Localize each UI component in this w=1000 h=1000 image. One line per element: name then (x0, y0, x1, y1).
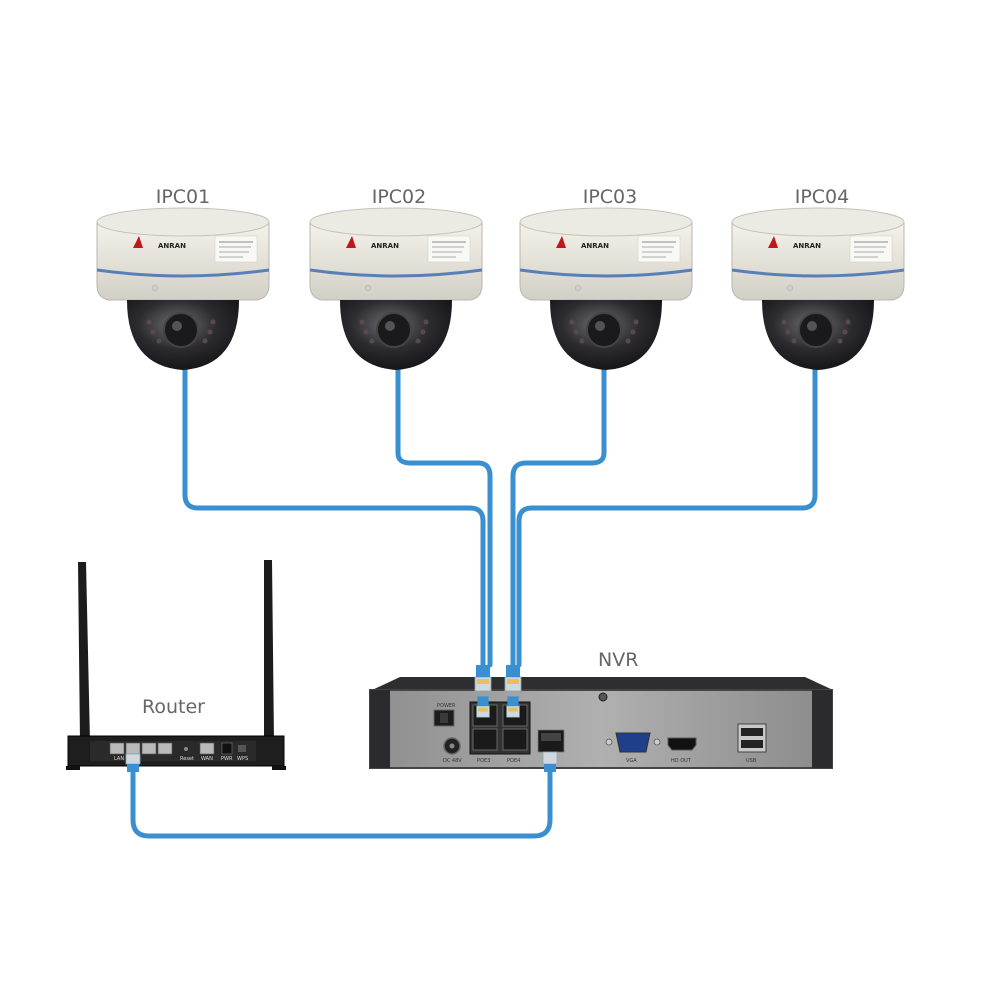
camera-brand: ANRAN (371, 242, 399, 250)
cable-ipc04 (516, 359, 818, 668)
nvr-poe4-text: POE4 (507, 758, 520, 764)
router-wan-port[interactable] (199, 742, 215, 755)
nvr-poe3-text: POE3 (477, 758, 490, 764)
camera-label: IPC04 (795, 186, 850, 208)
camera-ipc04: IPC04 ANRAN (730, 186, 906, 372)
router-pwr-text: PWR (221, 756, 233, 762)
nvr-vga-port[interactable] (615, 732, 651, 753)
router-antenna-left (78, 562, 90, 742)
router-device: Router LAN Reset WAN PWR WPS (66, 560, 286, 770)
router-reset-text: Reset (180, 756, 194, 762)
camera-brand: ANRAN (158, 242, 186, 250)
router-reset-button[interactable] (184, 747, 188, 751)
nvr-usb-text: USB (746, 758, 757, 764)
nvr-lan-plug (542, 751, 558, 772)
camera-ipc03: IPC03 ANRAN (518, 186, 694, 372)
nvr-dc-text: DC 48V (443, 758, 462, 764)
cable-ipc03 (510, 359, 607, 668)
router-wan-text: WAN (201, 756, 213, 762)
nvr-label: NVR (598, 649, 638, 671)
router-label: Router (142, 696, 205, 718)
router-power-jack[interactable] (221, 742, 233, 755)
router-lan-port-2[interactable] (125, 742, 141, 755)
nvr-poe-port-3[interactable] (472, 728, 498, 751)
router-antenna-right (264, 560, 274, 742)
router-wps-text: WPS (237, 756, 248, 762)
nvr-vga-text: VGA (626, 758, 637, 764)
camera-label: IPC02 (372, 186, 427, 208)
router-lan-port-4[interactable] (157, 742, 173, 755)
router-lan-port-1[interactable] (109, 742, 125, 755)
camera-ipc02: IPC02 ANRAN (308, 186, 484, 372)
cable-ipc01 (182, 359, 486, 668)
camera-ipc01: IPC01 ANRAN (95, 186, 271, 372)
nvr-hdmi-text: HD OUT (671, 758, 692, 764)
cable-router-nvr (130, 765, 553, 839)
router-lan-text: LAN (114, 756, 124, 762)
router-lan-port-3[interactable] (141, 742, 157, 755)
cable-ipc02 (395, 359, 493, 668)
camera-brand: ANRAN (793, 242, 821, 250)
nvr-poe-port-4[interactable] (502, 728, 528, 751)
router-wps-button[interactable] (238, 745, 246, 752)
camera-brand: ANRAN (581, 242, 609, 250)
nvr-power-text: POWER (437, 703, 456, 709)
nvr-device: NVR POWER DC 48V POE3 POE4 VGA (369, 649, 833, 769)
camera-label: IPC03 (583, 186, 638, 208)
router-lan-plug (125, 753, 141, 772)
nvr-hdmi-port[interactable] (667, 737, 697, 751)
camera-label: IPC01 (156, 186, 211, 208)
